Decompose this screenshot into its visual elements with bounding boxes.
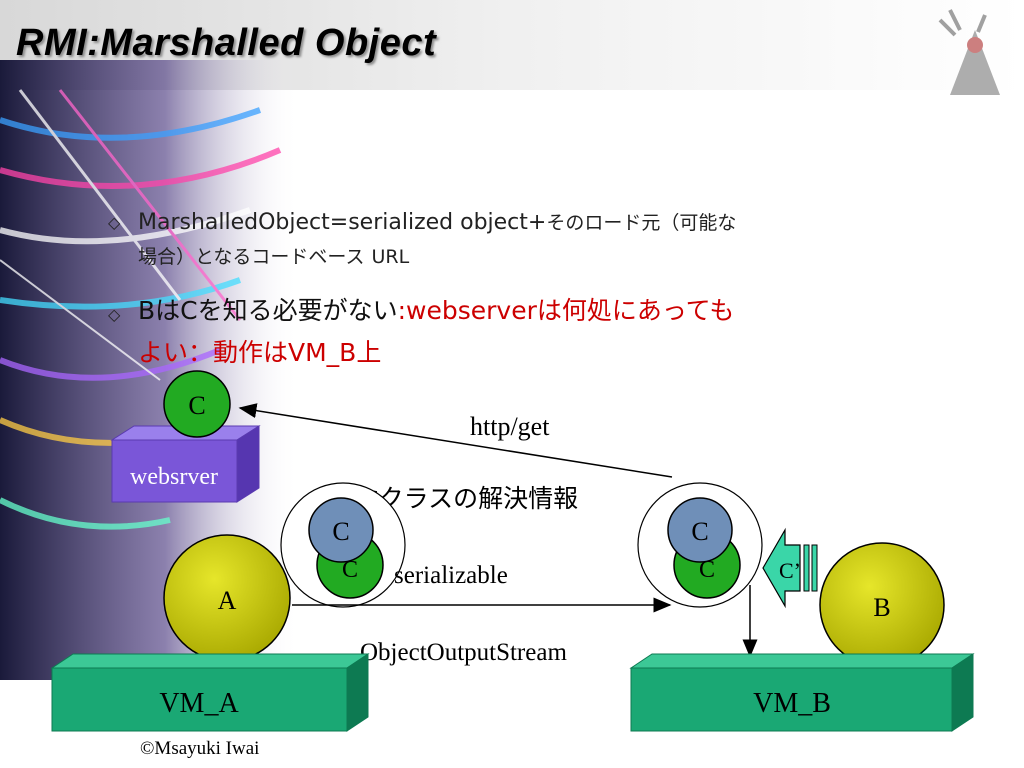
bullet-2-text-a: BはCを知る必要がない <box>138 296 398 325</box>
bullet-2-text-b: :webserverは何処にあっても <box>397 296 735 325</box>
slide-title: RMI:Marshalled Object <box>16 22 437 64</box>
object-a-label: A <box>218 586 237 615</box>
outer-c-label: C <box>691 517 708 546</box>
inner-c-label: C <box>342 557 358 583</box>
c-prime-label: C’ <box>779 558 801 583</box>
object-a: A <box>163 534 291 662</box>
diamond-bullet-icon: ◇ <box>108 305 121 324</box>
http-get-label: http/get <box>470 412 550 441</box>
serializable-label: serializable <box>394 562 508 589</box>
bullet-1-text-a: MarshalledObject=serialized object+ <box>138 210 547 235</box>
vm-b-label: VM_B <box>753 688 831 719</box>
c-prime-arrow: C’ <box>762 527 818 609</box>
vm-a-box: VM_A <box>50 653 370 732</box>
object-b: B <box>819 542 945 668</box>
bullet-1-text-b: そのロード元（可能な <box>546 212 737 234</box>
bullet-marshalled-object: ◇ MarshalledObject=serialized object+そのロ… <box>108 206 938 274</box>
bullet-1-text-c: 場合）となるコードベース <box>138 246 365 268</box>
webserver-label: websrver <box>130 464 218 490</box>
class-info-label: Cクラスの解決情報 <box>362 485 578 513</box>
vm-b-box: VM_B <box>629 653 975 732</box>
class-c-label: C <box>188 391 205 420</box>
inner-c-label: C <box>699 557 715 583</box>
http-get-arrow <box>238 403 673 478</box>
marshalled-object-left: C C <box>280 482 406 608</box>
bullet-2-text-c: よい：動作はVM_B上 <box>138 338 382 367</box>
bullet-1-text-d: URL <box>371 246 410 268</box>
marshalled-object-right: C C <box>637 482 763 608</box>
vm-a-label: VM_A <box>159 688 239 719</box>
object-b-label: B <box>873 593 890 622</box>
class-c-on-webserver: C <box>163 370 231 438</box>
diamond-bullet-icon: ◇ <box>108 213 121 232</box>
copyright-notice: ©Msayuki Iwai <box>140 738 260 759</box>
webserver-box: websrver <box>110 425 261 503</box>
object-output-stream-label: ObjectOutputStream <box>360 639 567 666</box>
bullet-b-does-not-know-c: ◇ BはCを知る必要がない:webserverは何処にあっても よい：動作はVM… <box>108 290 938 374</box>
outer-c-label: C <box>332 517 349 546</box>
